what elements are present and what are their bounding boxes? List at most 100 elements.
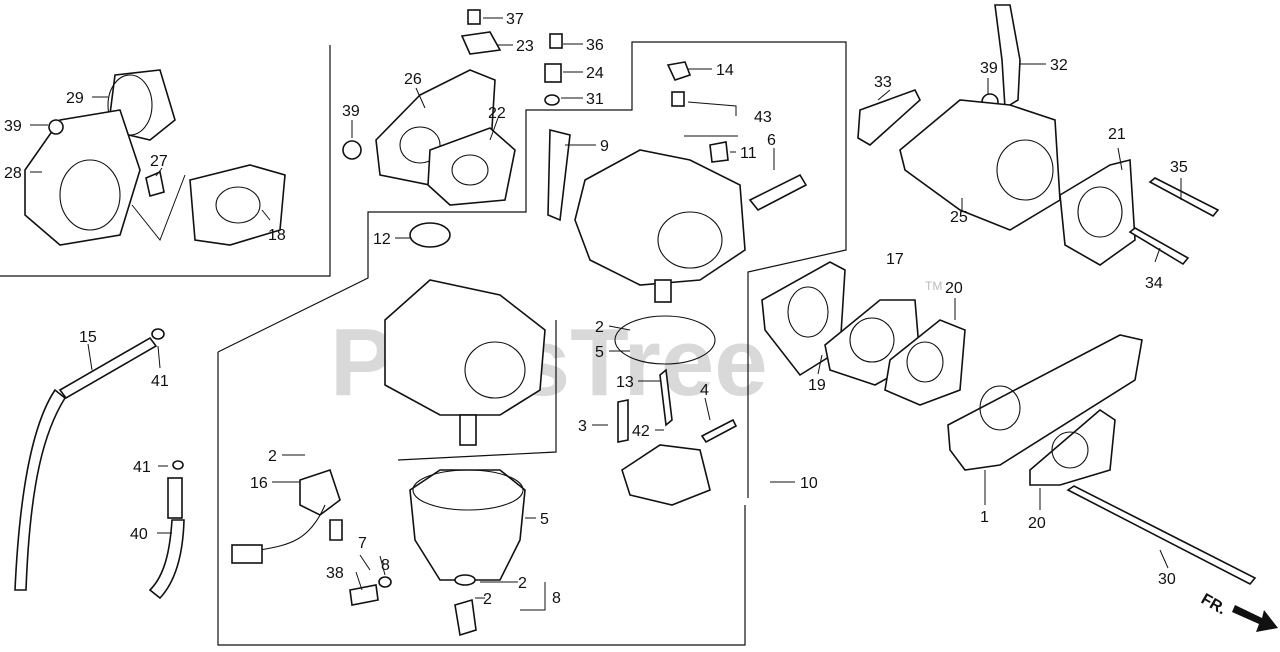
gasket-part (189, 164, 286, 246)
long-stud-part (1066, 485, 1257, 586)
callout-label: 4 (700, 382, 709, 399)
carburetor-lower-stem-part (459, 414, 477, 446)
solenoid-wire (259, 504, 326, 551)
callout-label: 5 (540, 511, 549, 528)
callout-label: 2 (268, 448, 277, 465)
callout-label: 39 (4, 118, 22, 135)
callout-label: 10 (800, 475, 818, 492)
clip-part-2 (151, 328, 165, 340)
leader-lines (30, 17, 1182, 611)
callout-label: 7 (358, 535, 367, 552)
callout-label: 24 (586, 65, 604, 82)
carburetor-body-part (574, 149, 746, 286)
callout-label: 14 (716, 62, 734, 79)
callout-label: 3 (578, 418, 587, 435)
solenoid-screw-part (329, 519, 343, 541)
connector-part (231, 544, 263, 564)
clip-part-3 (172, 460, 184, 470)
direction-arrow-icon (1232, 605, 1278, 632)
inset-frame (0, 45, 331, 277)
gasket-lower-hole-part (1051, 431, 1089, 469)
callout-label: 11 (740, 145, 757, 162)
rod-part (994, 4, 1021, 110)
callout-label: 41 (133, 459, 151, 476)
callout-label: 1 (980, 509, 989, 526)
carb-inner-frame (397, 320, 557, 461)
callout-label: 30 (1158, 571, 1176, 588)
callout-label: 31 (586, 91, 604, 108)
callout-label: 6 (767, 132, 776, 149)
callout-label: 15 (79, 329, 97, 346)
carburetor-upper (547, 61, 808, 303)
callout-label: 29 (66, 90, 84, 107)
direction-marker: FR. (1198, 591, 1278, 632)
callout-label: 38 (326, 565, 344, 582)
carb-gasket-hole-part (906, 341, 944, 383)
carburetor-lower (231, 222, 738, 637)
manifold-port-part (996, 139, 1054, 201)
carburetor-lower-body-part (384, 279, 546, 416)
callout-label: 9 (600, 138, 609, 155)
screw-part (467, 9, 481, 25)
callout-label: 39 (980, 60, 998, 77)
callout-label: 8 (552, 590, 561, 607)
drain-screw-part (349, 584, 379, 606)
callout-label: 25 (950, 209, 968, 226)
gasket-port-part (215, 186, 261, 224)
callout-label: 18 (268, 227, 286, 244)
manifold-gasket-part (1059, 158, 1136, 266)
fuel-tube-part-2 (58, 336, 158, 400)
gasket-plate-part (427, 127, 516, 206)
callout-label: 23 (516, 38, 534, 55)
float-part (621, 444, 711, 506)
callout-label: 5 (595, 344, 604, 361)
callout-label: 37 (506, 11, 524, 28)
callout-label: 35 (1170, 159, 1188, 176)
callout-label: 2 (483, 591, 492, 608)
stud-part (1148, 177, 1220, 218)
carburetor-bore-part (657, 211, 723, 269)
screw-part-2 (549, 33, 563, 49)
drain-washer-part (378, 576, 392, 588)
direction-label: FR. (1198, 591, 1229, 619)
callout-label: 41 (151, 373, 169, 390)
callout-label: 42 (632, 423, 650, 440)
leader (131, 174, 186, 241)
elbow-port-part (59, 159, 121, 231)
insulator-gasket-hole-part (787, 286, 829, 338)
callout-label: 13 (616, 374, 634, 391)
link-part (857, 89, 921, 146)
callout-label: 27 (150, 153, 168, 170)
nut-part (48, 119, 64, 135)
callout-label: 43 (754, 109, 772, 126)
callout-label: 39 (342, 103, 360, 120)
callout-label: 16 (250, 475, 268, 492)
bowl-washer-part (454, 574, 476, 586)
callout-labels: 37 23 36 24 31 26 22 39 14 43 9 6 11 12 … (4, 11, 1188, 608)
pilot-screw-part (748, 173, 808, 212)
jet-holder-part (671, 91, 685, 107)
gasket-lower-part (1029, 408, 1116, 486)
float-pin-part (700, 418, 738, 444)
callout-label: 12 (373, 231, 391, 248)
heat-plate-hole-part (979, 385, 1021, 431)
intake-elbow-group (24, 69, 286, 246)
fuel-tube-group (14, 328, 185, 600)
callout-label: 40 (130, 526, 148, 543)
pin-part (145, 170, 165, 198)
float-bowl-rim-part (412, 469, 524, 511)
fuel-tube-part-3 (148, 519, 185, 600)
callout-label: 32 (1050, 57, 1068, 74)
jet-part (666, 61, 692, 81)
callout-label: 22 (488, 105, 506, 122)
carburetor-stem-part (654, 279, 672, 303)
intake-manifold-part (899, 99, 1061, 231)
fuel-tube-part (14, 388, 67, 591)
screw-part-3 (709, 141, 729, 163)
callout-label: 28 (4, 165, 22, 182)
main-jet-part (659, 368, 673, 427)
clip-part (460, 31, 502, 55)
callout-label: 2 (595, 319, 604, 336)
tube-part (167, 477, 183, 519)
